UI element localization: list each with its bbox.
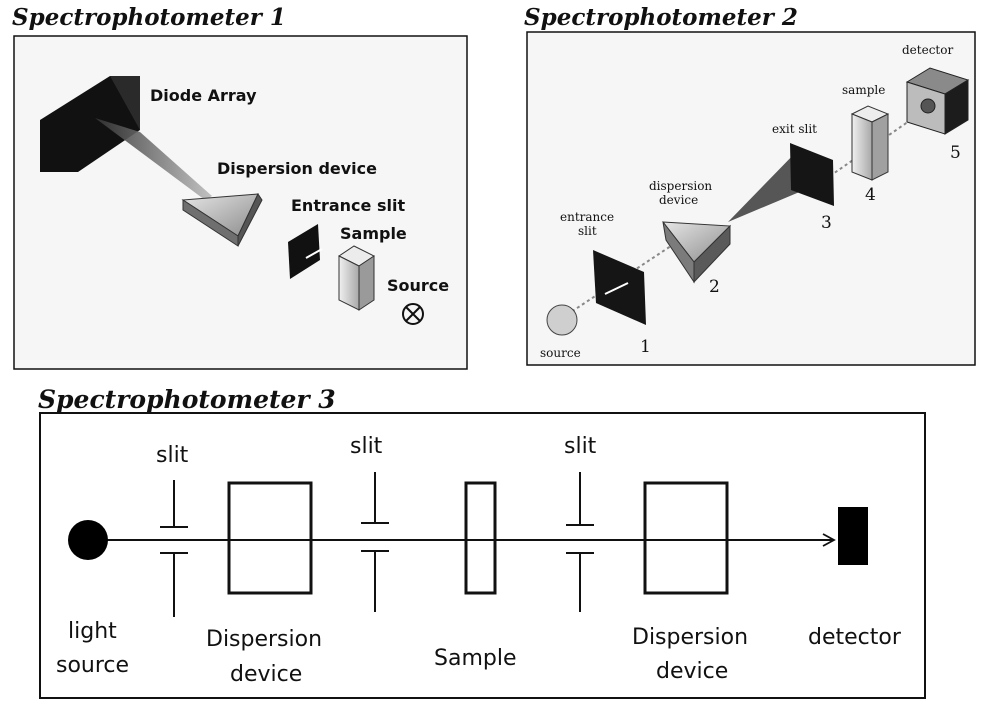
sample-cuvette-shape [338,245,375,311]
source-sphere [546,304,578,336]
label-dispersion-2-line1: Dispersion [632,625,748,650]
dispersion-device-2-box [643,481,729,595]
label-dispersion-2-line2: device [656,659,728,684]
label-dispersion-2-line2: device [659,193,698,207]
panel2: detector sample exit slit dispersion dev… [526,31,976,366]
label-light-source-line2: source [56,653,129,678]
dispersed-beam [95,118,212,200]
label-detector-3: detector [808,625,902,650]
detector-block [905,67,970,135]
entrance-slit-shape [288,224,320,279]
sample-cuvette-2 [850,105,890,181]
label-entrance-slit-1: Entrance slit [291,196,405,215]
exit-slit-plate [790,143,834,206]
slit-2-shape [361,472,389,612]
label-entrance-2-line2: slit [578,224,597,238]
label-sample-2: sample [842,83,885,97]
panel3-frame [39,412,926,699]
detector-block-3 [838,507,868,565]
slit-3-shape [566,472,594,612]
diode-array-shape [40,76,140,172]
label-exit-slit-2: exit slit [772,122,817,136]
label-source-1: Source [387,276,449,295]
entrance-slit-opening [604,282,629,295]
label-sample-3: Sample [434,646,517,671]
label-dispersion-1-line2: device [230,662,302,687]
number-1: 1 [640,337,651,357]
sample-box-3 [464,481,497,595]
label-slit-3: slit [564,434,597,459]
panel1-title: Spectrophotometer 1 [12,4,286,31]
source-symbol [402,303,424,325]
panel3: slit slit slit light source Dispersion d… [39,412,926,699]
label-sample-1: Sample [340,224,407,243]
light-source-dot [68,520,108,560]
label-dispersion-1-line1: Dispersion [206,627,322,652]
slit-1-shape [160,480,188,617]
dispersion-prism-shape [181,192,263,247]
dispersion-prism-2 [661,221,732,284]
number-4: 4 [865,185,876,205]
number-2: 2 [709,277,720,297]
label-light-source-line1: light [68,619,117,644]
panel1: Diode Array Dispersion device Entrance s… [13,35,468,370]
label-source-2: source [540,346,581,360]
number-3: 3 [821,213,832,233]
label-dispersion-device-1: Dispersion device [217,159,377,178]
dispersion-device-1-box [227,481,313,595]
label-dispersion-2-line1: dispersion [649,179,712,193]
label-slit-2: slit [350,434,383,459]
label-slit-1: slit [156,443,189,468]
number-5: 5 [950,143,961,163]
panel3-title: Spectrophotometer 3 [38,385,336,414]
label-detector-2: detector [902,43,953,57]
panel2-title: Spectrophotometer 2 [524,4,798,31]
label-entrance-2-line1: entrance [560,210,614,224]
label-diode-array: Diode Array [150,86,257,105]
slit-light-gap [305,248,323,259]
